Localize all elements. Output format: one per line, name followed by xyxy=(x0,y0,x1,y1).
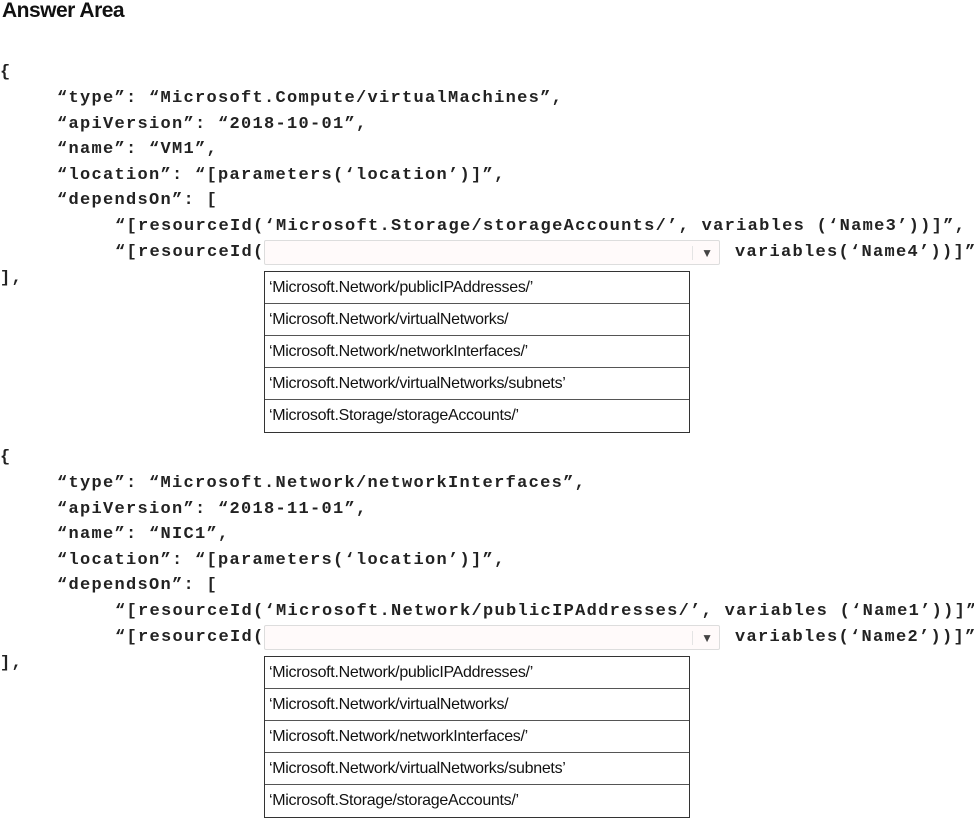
open-brace: { xyxy=(0,448,12,467)
code-line: “apiVersion”: “2018-10-01”, xyxy=(57,114,368,134)
answer-area-title: Answer Area xyxy=(2,0,125,22)
dropdown-option[interactable]: ‘Microsoft.Storage/storageAccounts/’ xyxy=(269,407,519,424)
close-bracket: ], xyxy=(0,654,24,673)
dropdown-option[interactable]: ‘Microsoft.Network/virtualNetworks/ xyxy=(265,689,689,721)
open-brace: { xyxy=(0,63,12,82)
code-line: “dependsOn”: [ xyxy=(57,191,219,210)
resource-type-dropdown[interactable]: ▼ xyxy=(264,240,720,265)
depends-on-entry-suffix: variables(‘Name2’))]” xyxy=(735,628,974,647)
depends-on-entry: “[resourceId(‘Microsoft.Storage/storageA… xyxy=(115,217,967,236)
close-bracket: ], xyxy=(0,269,24,288)
depends-on-entry: “[resourceId(‘Microsoft.Network/publicIP… xyxy=(115,602,974,621)
dropdown-options-list: ‘Microsoft.Network/publicIPAddresses/’‘M… xyxy=(264,656,690,818)
depends-on-entry-suffix: variables(‘Name4’))]” xyxy=(735,243,974,262)
code-line: “apiVersion”: “2018-11-01”, xyxy=(57,499,368,519)
depends-on-entry-prefix: “[resourceId( xyxy=(115,628,265,647)
dropdown-option[interactable]: ‘Microsoft.Storage/storageAccounts/’ xyxy=(269,792,519,809)
dropdown-option[interactable]: ‘Microsoft.Network/publicIPAddresses/’ xyxy=(265,272,689,304)
code-line: “type”: “Microsoft.Network/networkInterf… xyxy=(57,474,587,493)
code-line: “name”: “VM1”, xyxy=(57,140,219,159)
dropdown-option[interactable]: ‘Microsoft.Network/publicIPAddresses/’ xyxy=(265,657,689,689)
dropdown-option[interactable]: ‘Microsoft.Network/virtualNetworks/ xyxy=(265,304,689,336)
chevron-down-icon[interactable]: ▼ xyxy=(692,631,713,645)
resource-type-dropdown[interactable]: ▼ xyxy=(264,625,720,650)
dropdown-option[interactable]: ‘Microsoft.Network/networkInterfaces/’ xyxy=(265,721,689,753)
dropdown-option[interactable]: ‘Microsoft.Network/networkInterfaces/’ xyxy=(265,336,689,368)
code-line: “location”: “[parameters(‘location’)]”, xyxy=(57,550,506,570)
depends-on-entry-prefix: “[resourceId( xyxy=(115,243,265,262)
dropdown-option[interactable]: ‘Microsoft.Network/virtualNetworks/subne… xyxy=(265,368,689,400)
chevron-down-icon[interactable]: ▼ xyxy=(692,246,713,260)
code-line: “dependsOn”: [ xyxy=(57,576,219,595)
dropdown-options-list: ‘Microsoft.Network/publicIPAddresses/’‘M… xyxy=(264,271,690,433)
code-line: “location”: “[parameters(‘location’)]”, xyxy=(57,165,506,185)
code-line: “name”: “NIC1”, xyxy=(57,525,230,544)
code-line: “type”: “Microsoft.Compute/virtualMachin… xyxy=(57,89,564,108)
dropdown-option[interactable]: ‘Microsoft.Network/virtualNetworks/subne… xyxy=(265,753,689,785)
